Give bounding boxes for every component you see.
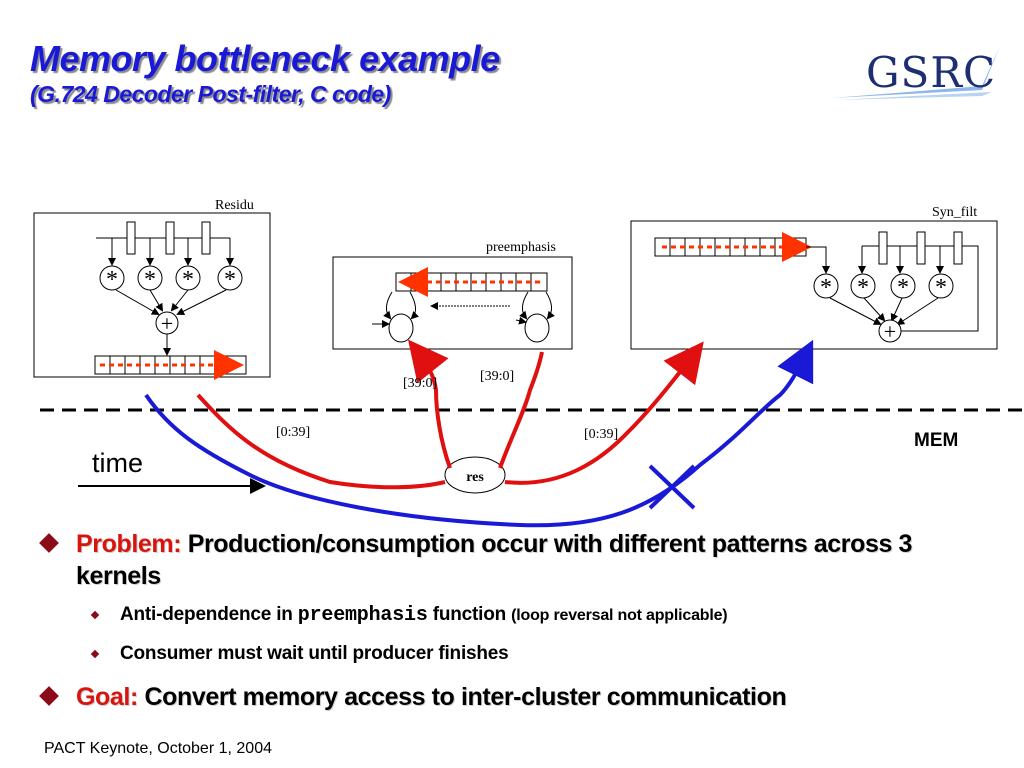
dataflow-diagram: Residu * * * * + preemp [33,198,1024,528]
gsrc-logo: GSRC [832,26,1000,110]
slide-title: Memory bottleneck example [30,38,500,79]
preemphasis-label: preemphasis [486,240,556,255]
mem-label: MEM [914,430,959,451]
diamond-bullet-icon [39,686,59,706]
problem-text: Production/consumption occur with differ… [76,530,913,590]
logo-swoosh-icon [832,46,1000,100]
direct-communication-path [144,339,814,528]
consumer-wait-text: Consumer must wait until producer finish… [120,643,509,664]
svg-text:*: * [820,275,832,301]
pre-write-range: [39:0] [480,369,514,384]
diamond-bullet-icon [39,533,59,553]
slide-footer: PACT Keynote, October 1, 2004 [44,740,272,757]
syn-read-range: [0:39] [584,427,618,442]
preemphasis-to-res-path [498,351,544,469]
svg-text:+: + [884,319,896,344]
residu-kernel: Residu * * * * + [33,198,271,380]
anti-dependence-prefix: Anti-dependence in [120,604,293,625]
svg-text:*: * [857,275,869,301]
preemphasis-kernel: preemphasis [332,240,573,350]
svg-text:+: + [161,311,173,336]
blocked-x-icon [648,464,696,510]
small-diamond-bullet-icon [90,610,100,620]
problem-bullet: Problem: Production/consumption occur wi… [39,528,1000,592]
consumer-wait-bullet: Consumer must wait until producer finish… [40,641,1000,667]
residu-to-res-path [196,393,446,490]
bullet-list: Problem: Production/consumption occur wi… [39,528,1000,713]
svg-text:*: * [182,267,194,293]
syn-filt-label: Syn_filt [932,205,977,220]
small-diamond-bullet-icon [90,649,100,659]
goal-label: Goal: [76,683,138,711]
residu-label: Residu [215,198,254,213]
goal-text: Convert memory access to inter-cluster c… [144,683,787,711]
time-label: time [92,448,144,478]
syn-filt-kernel: Syn_filt * * * * + [630,205,998,350]
svg-text:*: * [144,267,156,293]
logo-text: GSRC [866,48,997,97]
goal-bullet: Goal: Convert memory access to inter-clu… [39,681,1000,713]
residu-write-range: [0:39] [276,425,310,440]
res-to-synfilt-path [504,341,704,485]
res-to-preemphasis-path [408,339,452,469]
svg-text:*: * [897,275,909,301]
preemphasis-code: preemphasis [297,604,428,627]
problem-label: Problem: [76,530,182,558]
svg-text:*: * [106,267,118,293]
pre-read-range: [39:0] [403,376,437,391]
svg-text:*: * [935,275,947,301]
slide-subtitle: (G.724 Decoder Post-filter, C code) [30,81,391,107]
anti-dependence-middle: function [432,604,507,625]
svg-text:res: res [466,470,484,485]
svg-text:*: * [224,267,236,293]
anti-dependence-bullet: Anti-dependence in preemphasis function … [40,602,1000,629]
res-buffer-node [444,456,506,494]
anti-dependence-note: (loop reversal not applicable) [511,607,728,624]
slide-title-block: Memory bottleneck example (G.724 Decoder… [30,38,500,108]
